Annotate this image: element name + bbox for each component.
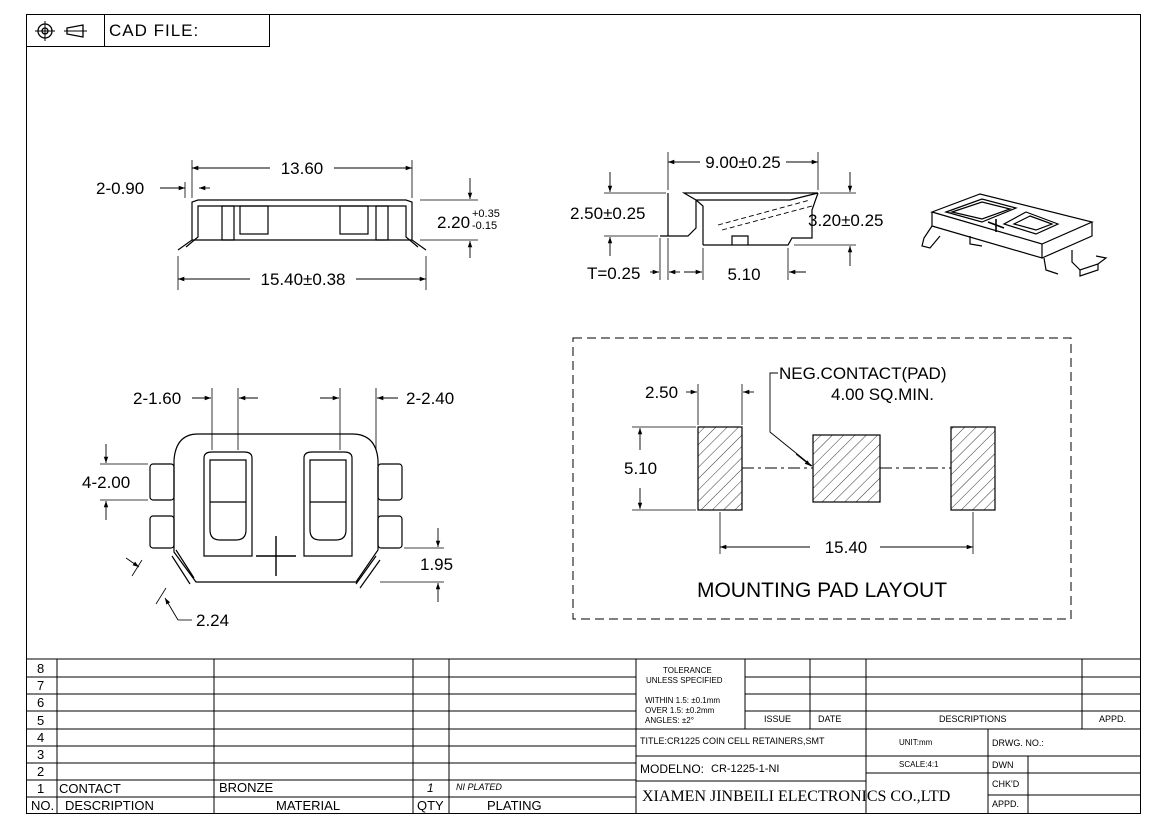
unit-label: UNIT:mm	[899, 738, 933, 747]
projection-symbol	[27, 15, 105, 46]
drawn-label: DWN	[992, 760, 1014, 770]
top-dim-chamfer: 2.24	[196, 611, 229, 630]
front-dim-width: 9.00±0.25	[705, 153, 781, 172]
pad-sq-min-label: 4.00 SQ.MIN.	[831, 385, 934, 404]
side-dim-top: 13.60	[281, 159, 324, 178]
model-number: CR-1225-1-NI	[711, 763, 780, 775]
bom-header-qty: QTY	[417, 798, 444, 813]
isometric-view	[921, 193, 1108, 277]
scale-label: SCALE:4:1	[899, 760, 939, 769]
pad-dim-height: 5.10	[624, 459, 657, 478]
tolerance-angles: ANGLES: ±2°	[645, 716, 694, 725]
top-dim-corner: 1.95	[420, 555, 453, 574]
pad-center	[812, 434, 881, 503]
pad-layout-frame	[572, 337, 1072, 620]
bom-row-number: 2	[37, 764, 45, 779]
pad-dim-span: 15.40	[825, 538, 868, 557]
tolerance-over: OVER 1.5: ±0.2mm	[645, 706, 715, 715]
bom-header-description: DESCRIPTION	[65, 798, 154, 813]
bom-header-no: NO.	[31, 798, 55, 813]
model-number-label: MODELNO:	[640, 762, 705, 776]
pad-layout-title: MOUNTING PAD LAYOUT	[697, 579, 947, 602]
top-dim-slot-left: 2-1.60	[133, 389, 181, 408]
top-view	[100, 388, 444, 621]
front-view	[604, 152, 856, 280]
date-header: DATE	[818, 714, 842, 724]
approved-label: APPD.	[992, 799, 1020, 809]
bom-row-number: 3	[37, 747, 45, 762]
bom-row-number: 7	[37, 678, 45, 693]
pad-left	[697, 426, 743, 511]
company-name: XIAMEN JINBEILI ELECTRONICS CO.,LTD	[642, 788, 951, 805]
bom-row-1-qty: 1	[427, 781, 434, 795]
descriptions-header: DESCRIPTIONS	[939, 714, 1007, 724]
bom-header-material: MATERIAL	[276, 798, 341, 813]
unless-specified-label: UNLESS SPECIFIED	[646, 676, 723, 685]
tolerance-label: TOLERANCE	[663, 666, 712, 675]
front-dim-bottom: 5.10	[727, 265, 760, 284]
bom-row-number: 4	[37, 730, 45, 745]
pad-layout	[572, 337, 1072, 620]
bom-row-1-no: 1	[37, 781, 45, 796]
cad-file-header: CAD FILE:	[26, 14, 270, 47]
bom-row-1-plating: NI PLATED	[456, 782, 502, 792]
cad-file-label: CAD FILE:	[109, 21, 200, 40]
bom-row-number: 6	[37, 695, 45, 710]
bom-row-number: 8	[37, 661, 45, 676]
tolerance-within: WITHIN 1.5: ±0.1mm	[645, 696, 721, 705]
issue-header: ISSUE	[764, 714, 792, 724]
checked-label: CHK'D	[992, 779, 1020, 789]
side-dim-tab: 2-0.90	[96, 179, 144, 198]
bom-row-1-material: BRONZE	[219, 780, 274, 795]
top-dim-tab-height: 4-2.00	[82, 473, 130, 492]
drawing-border	[26, 14, 1141, 814]
front-dim-thickness: T=0.25	[587, 264, 640, 283]
drawing-number-label: DRWG. NO.:	[992, 738, 1044, 748]
pad-dim-width: 2.50	[645, 383, 678, 402]
side-tol-minus: -0.15	[472, 220, 497, 232]
bom-row-1-description: CONTACT	[59, 781, 121, 796]
bom-header-plating: PLATING	[487, 798, 542, 813]
drawing-title: TITLE:CR1225 COIN CELL RETAINERS,SMT	[640, 736, 825, 746]
pad-right	[950, 426, 996, 511]
side-dim-height: 2.20	[437, 213, 470, 232]
top-dim-slot-right: 2-2.40	[406, 389, 454, 408]
side-tol-plus: +0.35	[472, 208, 500, 220]
title-block-grid	[26, 658, 1141, 814]
side-dim-bottom: 15.40±0.38	[261, 270, 346, 289]
bom-row-number: 5	[37, 713, 45, 728]
third-angle-projection-icon	[35, 21, 87, 41]
front-dim-left-height: 2.50±0.25	[570, 204, 646, 223]
pad-neg-contact-label: NEG.CONTACT(PAD)	[779, 364, 946, 383]
front-dim-right-height: 3.20±0.25	[808, 211, 884, 230]
appd-header: APPD.	[1099, 714, 1127, 724]
side-view	[160, 160, 478, 290]
